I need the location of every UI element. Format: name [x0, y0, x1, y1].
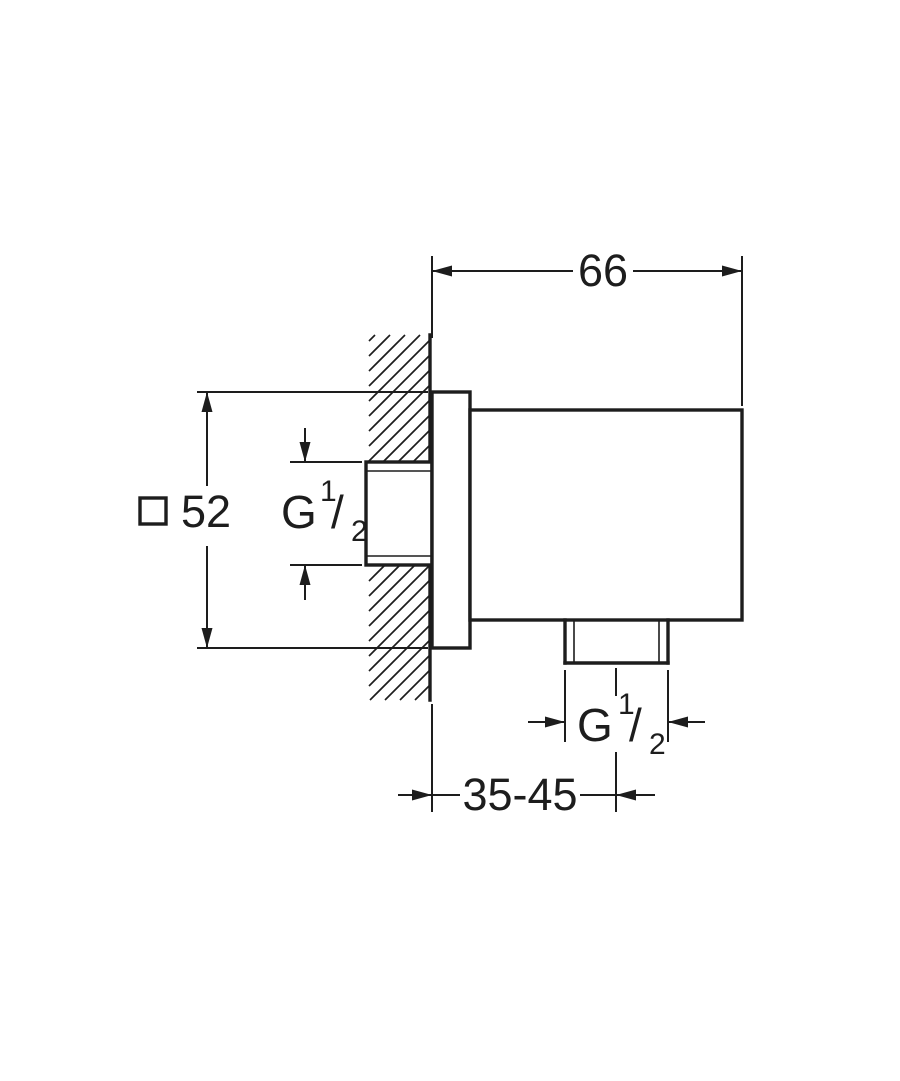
inlet-body — [364, 460, 434, 567]
hatch-line — [368, 579, 431, 642]
fixture-body — [468, 408, 744, 622]
arrowhead-up-icon — [201, 392, 213, 412]
hatch-line — [368, 369, 431, 432]
hatch-line — [368, 334, 421, 387]
hatch-line — [414, 684, 431, 701]
arrowhead-right-icon — [722, 265, 742, 277]
dim-wall-distance-value: 35-45 — [462, 769, 577, 820]
dimension-body-width: 66 — [431, 245, 743, 406]
dimension-wall-distance: 35-45 — [398, 668, 655, 820]
hatch-line — [368, 384, 431, 447]
square-symbol-icon — [138, 496, 168, 526]
hatch-line — [368, 399, 431, 462]
inlet-thread-denominator: 2 — [351, 515, 368, 548]
dim-plate-size-value: 52 — [181, 486, 231, 537]
hatch-line — [369, 639, 431, 701]
hatch-line — [368, 609, 431, 672]
inlet-thread-slash: / — [331, 486, 344, 538]
arrowhead-right-icon — [412, 789, 432, 801]
hatch-line — [368, 624, 431, 687]
arrowhead-left-icon — [432, 265, 452, 277]
hatch-line — [368, 354, 431, 417]
wall-plate — [430, 390, 472, 650]
dimension-plate-size: 52 — [138, 391, 428, 649]
arrowhead-up-icon — [299, 565, 311, 585]
dim-body-width-value: 66 — [578, 245, 628, 296]
hatch-line — [368, 334, 376, 342]
arrowhead-right-icon — [545, 716, 565, 728]
hatch-line — [368, 339, 431, 402]
arrowhead-down-icon — [201, 628, 213, 648]
outlet-thread-slash: / — [629, 699, 642, 751]
dimension-outlet-thread: G 1 / 2 — [528, 670, 705, 761]
hatch-line — [399, 669, 431, 701]
hatch-line — [368, 594, 431, 657]
hatch-line — [368, 564, 431, 627]
outlet-thread-numerator: 1 — [618, 688, 635, 721]
hatch-line — [368, 334, 406, 372]
outlet-thread-letter: G — [577, 699, 613, 751]
outlet-thread-denominator: 2 — [649, 728, 666, 761]
hatch-line — [368, 334, 391, 357]
arrowhead-left-icon — [668, 716, 688, 728]
arrowhead-left-icon — [616, 789, 636, 801]
dimension-inlet-thread: G 1 / 2 — [281, 428, 368, 600]
hatch-line — [384, 654, 431, 701]
outlet-thread-connector — [563, 618, 670, 665]
inlet-thread-connector — [364, 460, 434, 567]
inlet-thread-letter: G — [281, 486, 317, 538]
inlet-thread-numerator: 1 — [320, 475, 337, 508]
arrowhead-down-icon — [299, 442, 311, 462]
